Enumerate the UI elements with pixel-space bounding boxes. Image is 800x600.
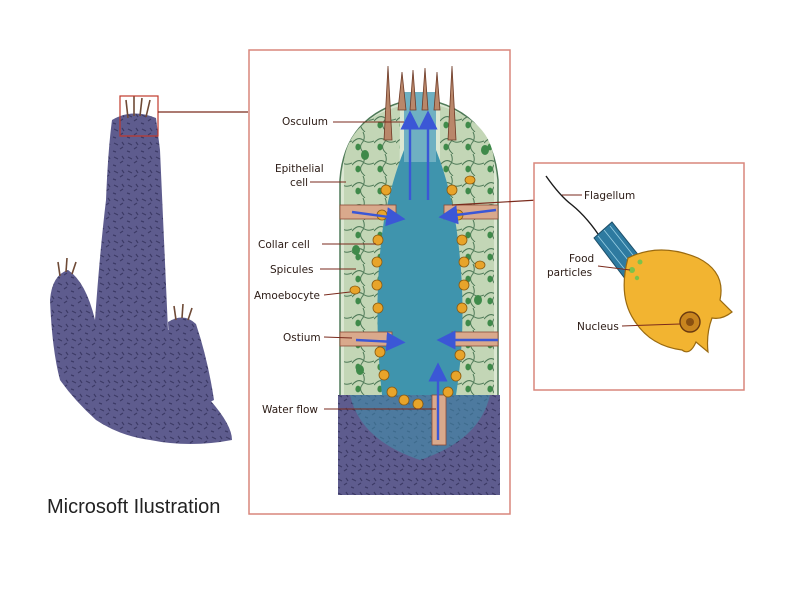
sponge-illustration: Microsoft Ilustration — [47, 95, 248, 518]
osculum-tip-main — [125, 96, 151, 119]
cross-section-labels: Osculum Epithelial cell Collar cell Spic… — [254, 116, 436, 416]
label-osculum: Osculum — [282, 116, 328, 128]
leader-food-particles — [597, 265, 631, 271]
amoebocytes — [349, 175, 486, 295]
sponge-right-bud — [168, 317, 214, 406]
osculum-tip-right — [173, 303, 193, 321]
label-nucleus: Nucleus — [577, 321, 619, 333]
osculum-tip-left — [57, 257, 77, 277]
detail-connector-line — [451, 199, 539, 206]
epithelial-cells — [352, 145, 489, 375]
ostium-channel-lower-left — [339, 331, 393, 347]
collar-cell-labels: Flagellum Food particles Nucleus — [547, 190, 681, 333]
label-spicules: Spicules — [270, 264, 314, 276]
label-amoebocyte: Amoebocyte — [254, 290, 320, 302]
label-epithelial-cell-line1: Epithelial — [275, 163, 324, 175]
cross-section-illustration — [338, 65, 539, 495]
food-particles — [629, 259, 643, 281]
zoom-highlight-box — [119, 95, 159, 137]
collar-cells-left — [371, 184, 410, 406]
spongocoel — [377, 112, 463, 395]
label-food-line2: particles — [547, 267, 592, 279]
label-epithelial-cell-line2: cell — [290, 177, 308, 189]
label-ostium: Ostium — [283, 332, 321, 344]
flagellum — [545, 175, 603, 241]
water-flow-arrows — [351, 110, 498, 440]
collar-cell-body — [623, 249, 733, 354]
label-flagellum: Flagellum — [584, 190, 635, 202]
label-food-line1: Food — [569, 253, 594, 265]
leader-ostium — [323, 336, 353, 339]
illustration-caption: Microsoft Ilustration — [47, 496, 220, 518]
label-collar-cell: Collar cell — [258, 239, 310, 251]
label-water-flow: Water flow — [262, 404, 318, 416]
collar-cell-detail — [545, 175, 733, 354]
leader-nucleus — [621, 323, 681, 327]
leader-amoebocyte — [323, 291, 351, 296]
